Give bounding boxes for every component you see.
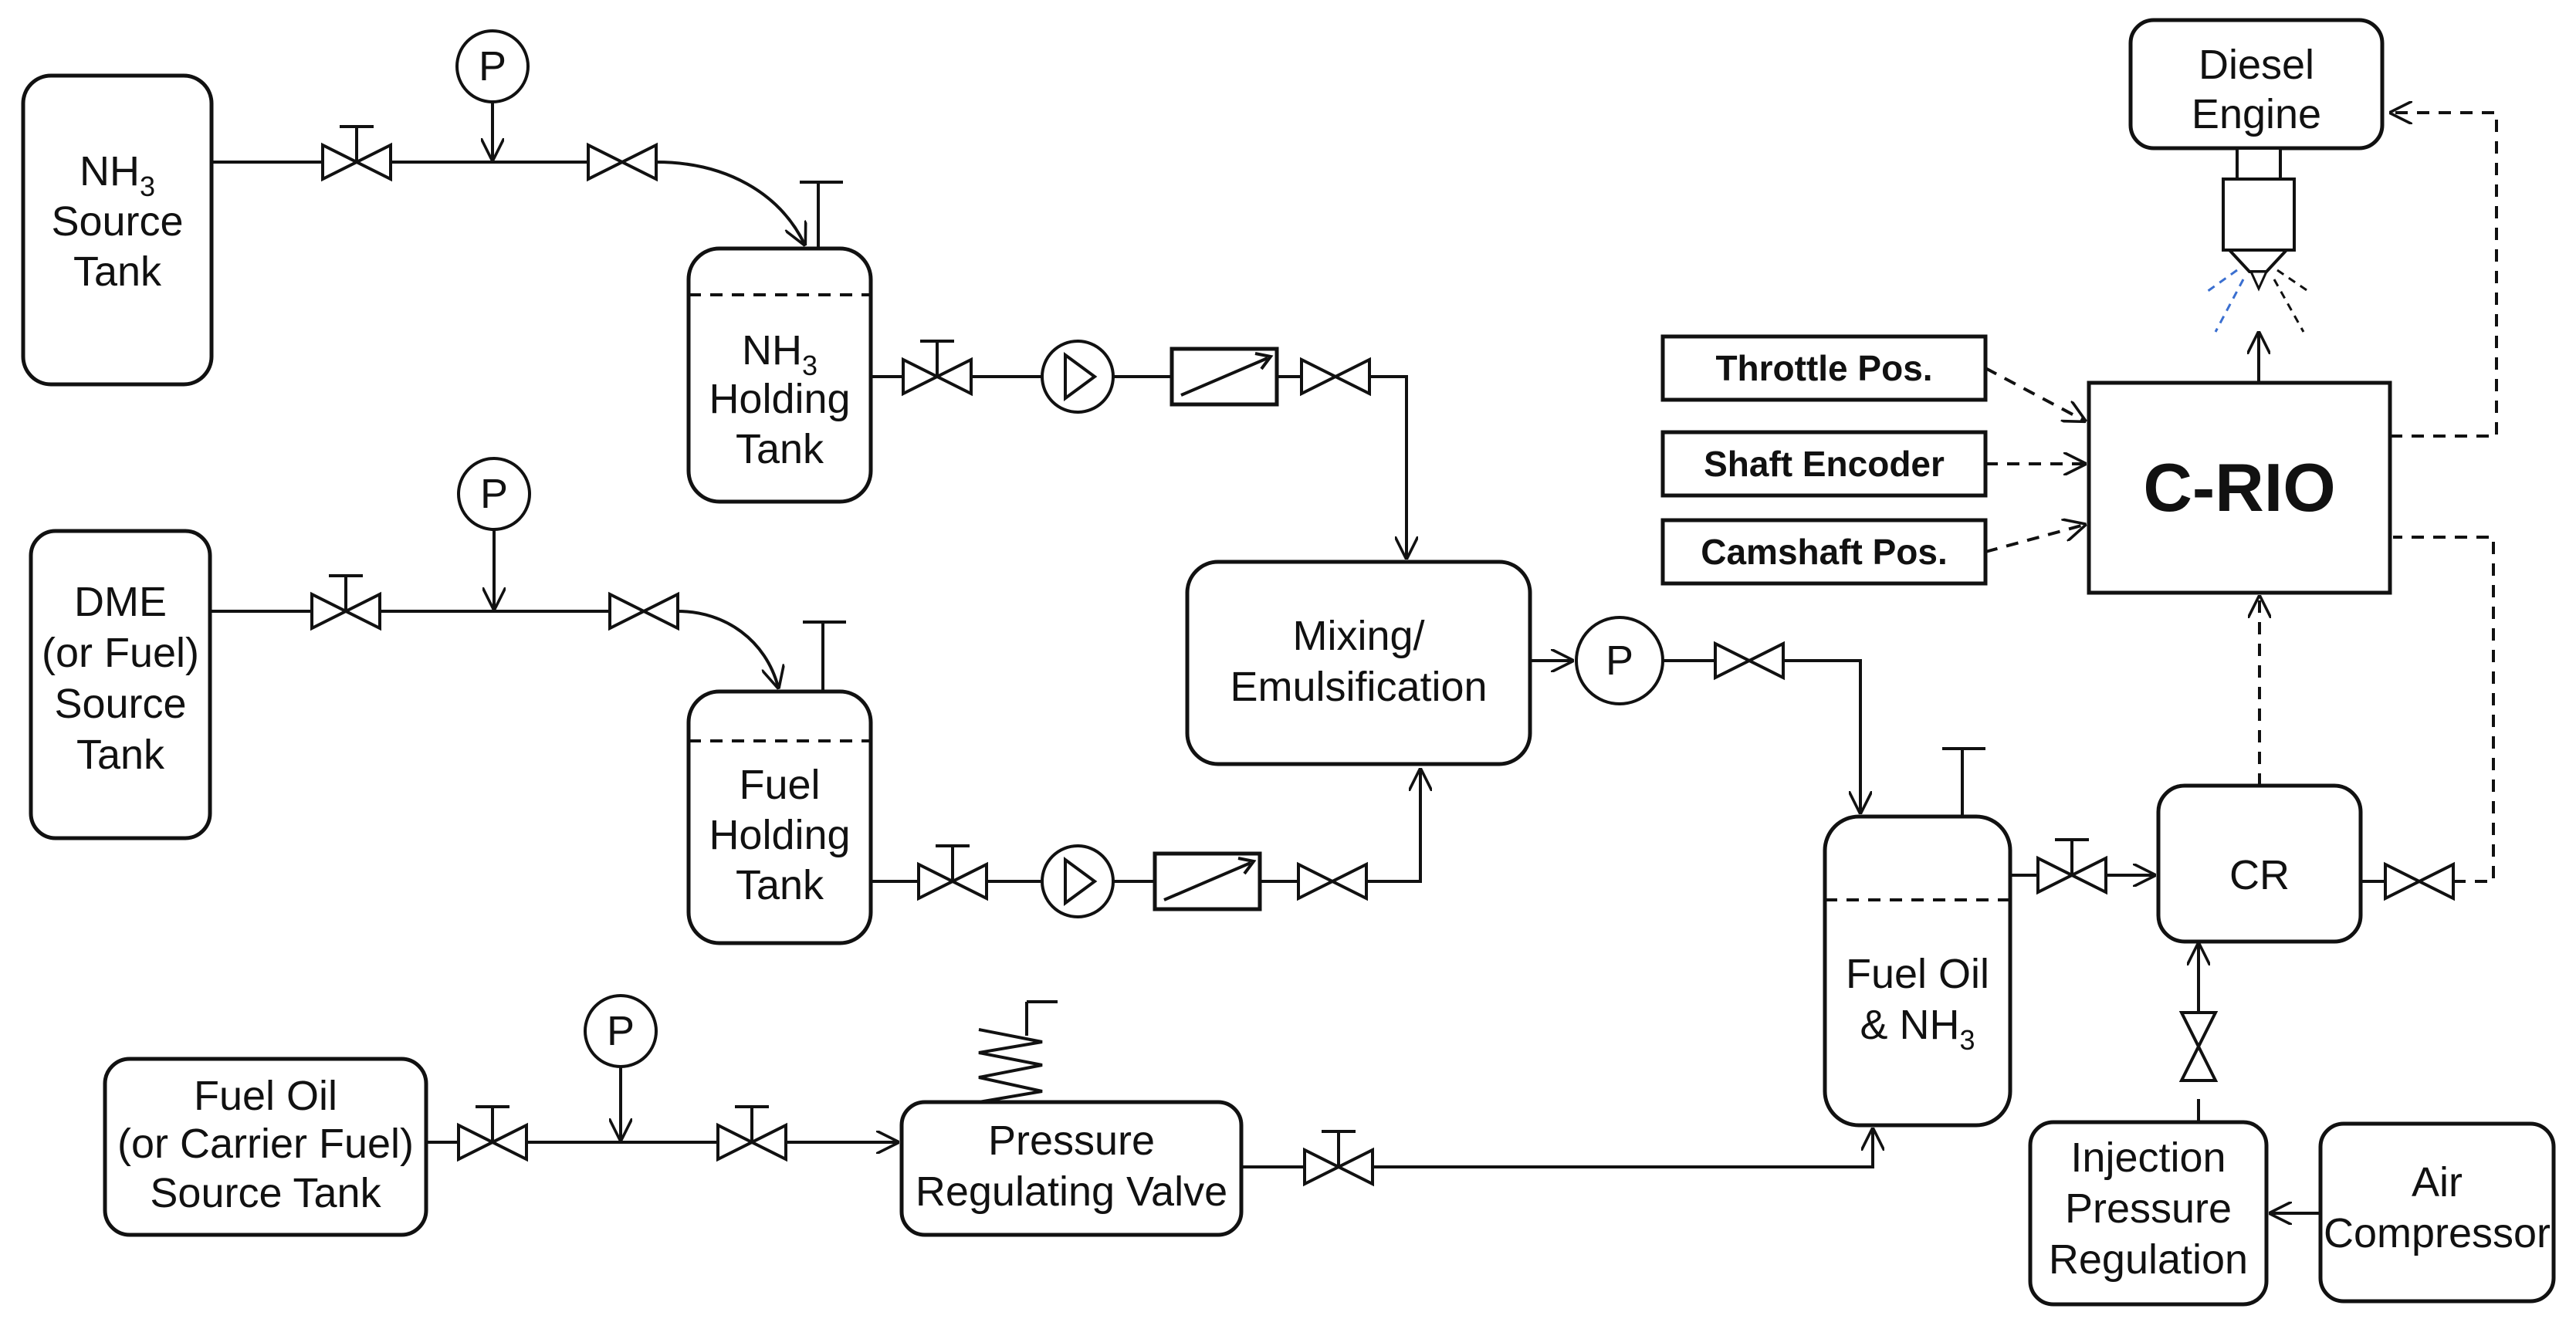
svg-text:Tank: Tank (76, 732, 165, 778)
svg-text:Camshaft Pos.: Camshaft Pos. (1701, 532, 1948, 572)
svg-text:NH3: NH3 (742, 327, 817, 381)
svg-text:NH3: NH3 (80, 148, 155, 202)
svg-text:Mixing/: Mixing/ (1292, 613, 1424, 659)
nh3-supply-line: P (212, 29, 843, 249)
c-rio-controller: C-RIO (2087, 380, 2392, 595)
fuel-oil-nh3-tank: Fuel Oil & NH3 (1823, 814, 2012, 1128)
mix-output-line: P (1530, 616, 1985, 817)
svg-text:Air: Air (2412, 1159, 2463, 1206)
svg-text:P: P (1606, 637, 1633, 684)
svg-text:Tank: Tank (73, 249, 162, 295)
nh3-feed-line (871, 340, 1406, 557)
fuel-holding-tank: Fuel Holding Tank (686, 689, 873, 945)
injection-pressure-line (2180, 945, 2320, 1213)
svg-text:Shaft Encoder: Shaft Encoder (1704, 444, 1945, 484)
svg-text:Injection: Injection (2070, 1135, 2226, 1181)
pressure-regulating-valve: Pressure Regulating Valve (899, 1000, 1244, 1237)
svg-text:Fuel Oil: Fuel Oil (1846, 951, 1989, 997)
fuel-feed-line (871, 770, 1420, 918)
svg-text:Compressor: Compressor (2324, 1210, 2551, 1256)
svg-text:Emulsification: Emulsification (1230, 664, 1487, 710)
svg-text:Source: Source (51, 198, 183, 245)
fuel-injector-icon (2204, 147, 2312, 383)
svg-text:Diesel: Diesel (2199, 42, 2314, 88)
svg-text:Regulating Valve: Regulating Valve (916, 1168, 1227, 1215)
svg-text:Tank: Tank (736, 862, 824, 908)
shaft-encoder-box: Shaft Encoder (1660, 430, 1988, 498)
throttle-pos-box: Throttle Pos. (1660, 334, 1988, 402)
svg-text:Engine: Engine (2192, 91, 2321, 137)
svg-text:Fuel: Fuel (739, 762, 820, 808)
svg-text:P: P (479, 43, 506, 90)
fuel-oil-supply-line: P (426, 994, 1873, 1185)
svg-text:Regulation: Regulation (2049, 1236, 2248, 1283)
svg-text:P: P (480, 471, 508, 517)
svg-text:Holding: Holding (709, 812, 850, 858)
svg-text:& NH3: & NH3 (1860, 1002, 1975, 1056)
fuel-oil-pressure-gauge (584, 994, 658, 1068)
svg-text:(or Carrier Fuel): (or Carrier Fuel) (117, 1121, 414, 1167)
svg-text:(or Fuel): (or Fuel) (42, 630, 199, 676)
dme-source-tank: DME (or Fuel) Source Tank (29, 529, 212, 840)
svg-text:Tank: Tank (736, 426, 824, 472)
svg-text:Throttle Pos.: Throttle Pos. (1715, 348, 1932, 388)
nh3-source-tank: NH3 Source Tank (21, 73, 214, 387)
nh3-holding-tank: NH3 Holding Tank (686, 246, 873, 504)
cr-feed-line (2010, 536, 2495, 900)
svg-text:Fuel Oil: Fuel Oil (194, 1073, 337, 1119)
svg-text:Source: Source (54, 681, 186, 727)
svg-text:DME: DME (74, 579, 167, 625)
svg-text:CR: CR (2229, 852, 2290, 898)
svg-text:P: P (607, 1008, 635, 1054)
nh3-pressure-gauge (455, 29, 530, 103)
injection-pressure-regulation: Injection Pressure Regulation (2028, 1120, 2269, 1307)
diesel-engine: Diesel Engine (2128, 18, 2385, 150)
svg-text:C-RIO: C-RIO (2143, 449, 2335, 526)
camshaft-pos-box: Camshaft Pos. (1660, 518, 1988, 586)
air-compressor: Air Compressor (2318, 1121, 2556, 1304)
dme-supply-line: P (210, 457, 846, 692)
svg-text:Holding: Holding (709, 376, 850, 422)
cr-box: CR (2156, 783, 2363, 944)
svg-text:Pressure: Pressure (988, 1118, 1155, 1164)
dme-pressure-gauge (457, 457, 531, 531)
svg-text:Pressure: Pressure (2065, 1185, 2232, 1232)
mixing-emulsification: Mixing/ Emulsification (1185, 560, 1532, 766)
fuel-oil-source-tank: Fuel Oil (or Carrier Fuel) Source Tank (103, 1057, 428, 1237)
signal-lines (1985, 113, 2498, 786)
svg-text:Source Tank: Source Tank (150, 1170, 381, 1216)
